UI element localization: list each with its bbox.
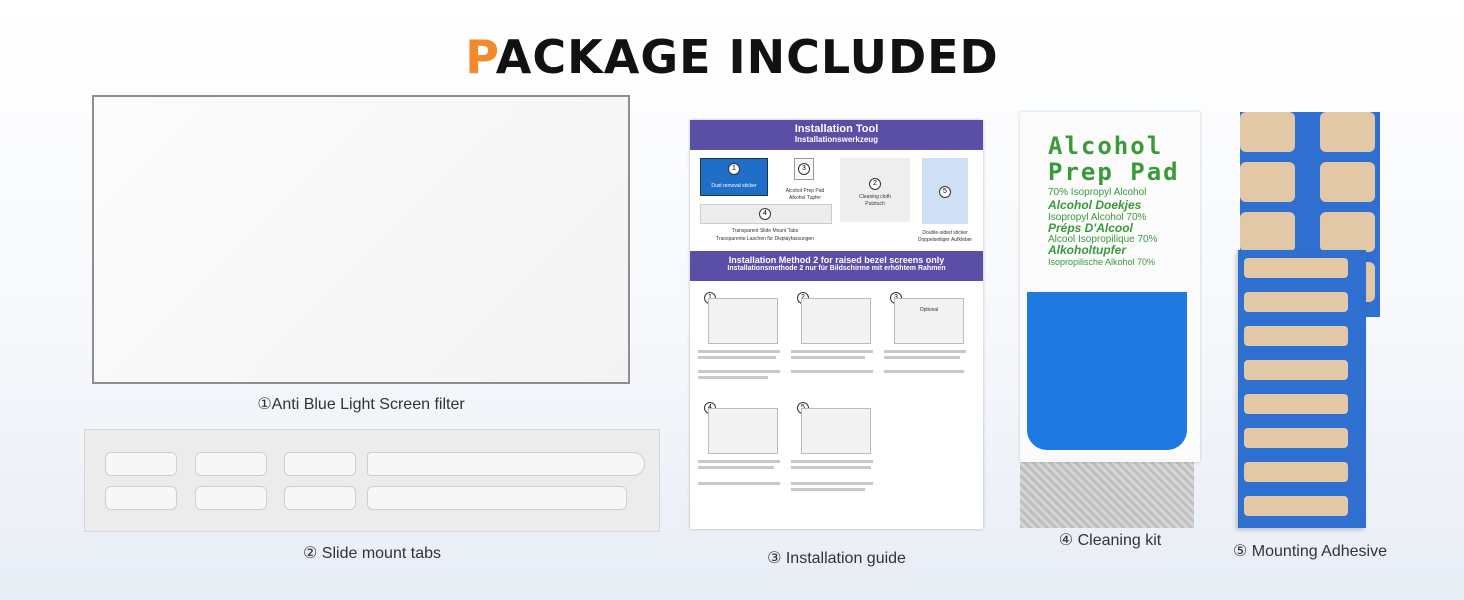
tool2-label: Alcohol Prep Pad [785,188,825,194]
step1-illustration [708,298,778,344]
pad-line1: Alcohol [1048,132,1164,160]
title-accent-letter: P [465,30,496,84]
adhesive-strip [1244,292,1348,312]
pad-line4: Alcohol Doekjes [1048,198,1142,212]
adhesive-strip [1244,258,1348,278]
adhesive-square [1320,212,1375,252]
tab-piece [367,452,645,476]
tool1-label: Dust removal sticker [711,183,757,189]
adhesive-square [1320,112,1375,152]
page-title: PACKAGE INCLUDED [0,30,1464,84]
tool4-label: Transparent Slide Mount Tabs [731,228,799,234]
guide-method-title: Installation Method 2 for raised bezel s… [728,255,945,265]
tool2-sub: Alkohol Tupfer [789,195,821,201]
cleaning-cloth-image [1020,458,1194,528]
caption-installation-guide: ③ Installation guide [767,550,906,567]
pad-line2: Prep Pad [1048,158,1180,186]
double-sided-sticker-icon: 5 [922,158,968,224]
step2-illustration [801,298,871,344]
tool5-label: Double-sided sticker [922,230,968,236]
adhesive-strip [1244,360,1348,380]
adhesive-square [1240,212,1295,252]
guide-method-subtitle: Installationsmethode 2 nur für Bildschir… [727,265,946,272]
installation-guide-image: Installation Tool Installationswerkzeug … [690,120,983,529]
tool4-sub: Transparente Laschen für Displayfassunge… [716,236,814,242]
slide-mount-tabs-image [84,429,660,532]
title-rest: ACKAGE INCLUDED [495,30,999,84]
tab-piece [195,486,267,510]
adhesive-strip [1244,496,1348,516]
adhesive-square [1240,162,1295,202]
pad-line3: 70% Isopropyl Alcohol [1048,187,1147,198]
caption-mounting-adhesive: ⑤ Mounting Adhesive [1233,543,1387,560]
pad-line8: Alkoholtupfer [1048,243,1126,257]
tool5-sub: Doppelseitiger Aufkleber [917,237,973,243]
guide-header-title: Installation Tool [794,123,879,135]
adhesive-strip-sheet [1238,250,1366,528]
prep-pad-icon: 3 [794,158,814,180]
tab-piece [367,486,627,510]
pad-line7: Alcool Isopropilique 70% [1048,234,1158,245]
dust-sticker-icon: 1 Dust removal sticker [700,158,768,196]
pad-line6: Préps D'Alcool [1048,221,1133,235]
guide-header-subtitle: Installationswerkzeug [794,135,879,144]
tab-piece [284,452,356,476]
tab-piece [105,486,177,510]
caption-cleaning-kit: ④ Cleaning kit [1058,532,1162,549]
screen-filter-image [92,95,630,384]
caption-slide-mount-tabs: ② Slide mount tabs [303,545,441,562]
guide-method-header: Installation Method 2 for raised bezel s… [690,251,983,281]
adhesive-square [1320,162,1375,202]
pad-blue-swab [1027,292,1187,450]
alcohol-prep-pad-image: Alcohol Prep Pad 70% Isopropyl Alcohol A… [1020,112,1200,462]
adhesive-strip [1244,394,1348,414]
step5-illustration [801,408,871,454]
pad-line5: Isopropyl Alcohol 70% [1048,212,1147,223]
tool3-label: Cleaning cloth [859,194,891,200]
adhesive-strip [1244,462,1348,482]
slide-tabs-icon: 4 [700,204,832,224]
step3-tag: Optional [919,307,939,313]
caption-screen-filter: ①Anti Blue Light Screen filter [257,396,465,413]
tab-piece [105,452,177,476]
adhesive-strip [1244,326,1348,346]
cleaning-cloth-icon: 2 Cleaning cloth Putztuch [840,158,910,222]
step3-illustration: Optional [894,298,964,344]
tab-piece [195,452,267,476]
pad-line9: Isopropilische Alkohol 70% [1048,257,1156,267]
step4-illustration [708,408,778,454]
guide-header: Installation Tool Installationswerkzeug [690,120,983,150]
tab-piece [284,486,356,510]
tool3-sub: Putztuch [865,201,885,207]
adhesive-square [1240,112,1295,152]
adhesive-strip [1244,428,1348,448]
